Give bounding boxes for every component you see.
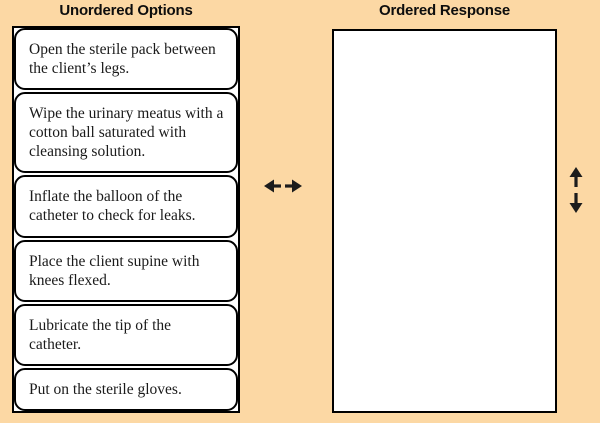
unordered-options-panel: Open the sterile pack between the client… [12, 26, 240, 413]
unordered-options-title: Unordered Options [59, 2, 193, 19]
option-card[interactable]: Open the sterile pack between the client… [14, 28, 238, 91]
ordered-response-dropzone[interactable] [332, 29, 557, 413]
ordered-response-title: Ordered Response [378, 2, 510, 19]
move-horizontal-arrows-icon [264, 179, 302, 193]
option-card-text: Open the sterile pack between the client… [29, 41, 216, 78]
move-vertical-arrows-icon [569, 167, 583, 213]
option-card-text: Wipe the urinary meatus with a cotton ba… [29, 105, 224, 161]
option-card-text: Lubricate the tip of the catheter. [29, 316, 172, 353]
option-card-text: Put on the sterile gloves. [29, 380, 182, 398]
option-card-text: Inflate the balloon of the catheter to c… [29, 188, 196, 225]
option-card[interactable]: Lubricate the tip of the catheter. [14, 303, 238, 366]
option-card[interactable]: Wipe the urinary meatus with a cotton ba… [14, 92, 238, 174]
option-card[interactable]: Inflate the balloon of the catheter to c… [14, 175, 238, 238]
option-card-text: Place the client supine with knees flexe… [29, 252, 200, 289]
option-card[interactable]: Place the client supine with knees flexe… [14, 239, 238, 302]
option-card[interactable]: Put on the sterile gloves. [14, 367, 238, 412]
